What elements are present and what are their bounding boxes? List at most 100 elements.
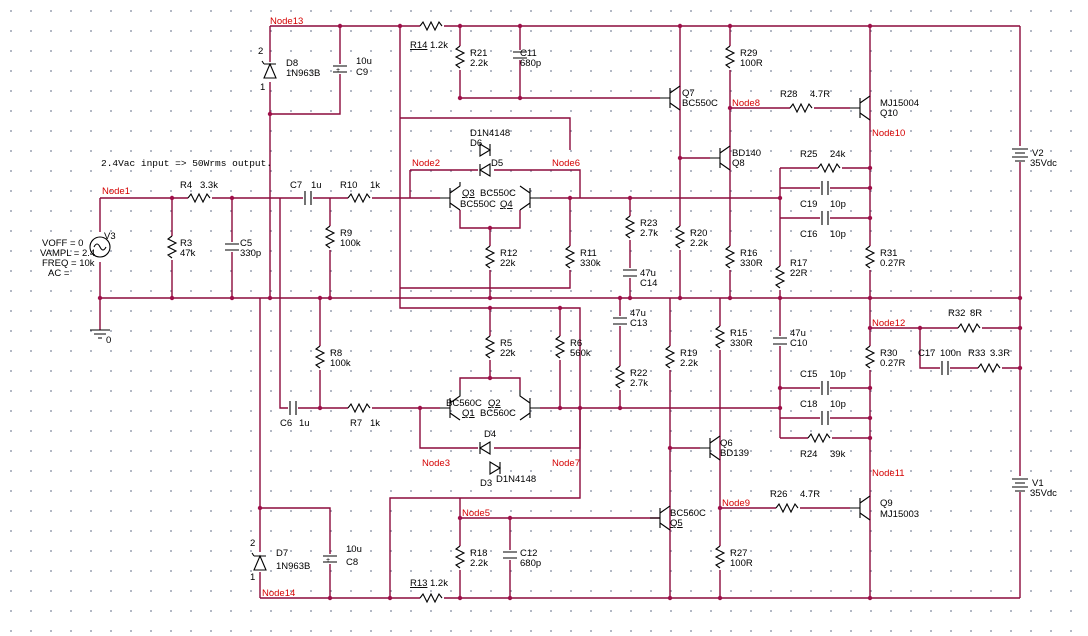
d8-value: 1N963B	[286, 68, 320, 79]
r28-name: R28	[780, 89, 797, 100]
q8-value: BD140	[732, 148, 761, 159]
transistor-q3-symbol	[440, 182, 461, 211]
q10-name: Q10	[880, 108, 898, 119]
d7-pin1: 1	[250, 572, 255, 583]
r28-value: 4.7R	[810, 89, 830, 100]
r27-name: R27	[730, 548, 747, 559]
transistor-q9-symbol	[850, 495, 871, 521]
q9-value: MJ15003	[880, 509, 919, 520]
r20-name: R20	[690, 228, 707, 239]
transistor-q7-symbol	[660, 85, 681, 111]
resistor-r29-symbol	[724, 45, 736, 70]
d5-name: D5	[491, 158, 503, 169]
resistor-r30-symbol	[864, 345, 876, 370]
node-label-node3: Node3	[422, 458, 450, 469]
node-label-node13: Node13	[270, 16, 303, 27]
r31-value: 0.27R	[880, 258, 905, 269]
r25-value: 24k	[830, 149, 846, 160]
r20-value: 2.2k	[690, 238, 708, 249]
r33-value: 3.3R	[990, 348, 1010, 359]
transistor-q8-symbol	[710, 145, 731, 171]
transistor-q4-symbol	[519, 185, 540, 211]
capacitor-c8-symbol: +	[322, 554, 338, 564]
r26-value: 4.7R	[800, 489, 820, 500]
resistor-r14-symbol	[419, 20, 444, 32]
q5-name: Q5	[670, 518, 683, 529]
d8-name: D8	[286, 58, 298, 69]
q1-value: BC560C	[446, 398, 482, 409]
c6-name: C6	[280, 418, 292, 429]
r12-name: R12	[500, 248, 517, 259]
diode-d6-symbol	[478, 143, 494, 157]
resistor-r4-symbol	[187, 192, 212, 204]
resistor-r24-symbol	[807, 432, 832, 444]
r24-name: R24	[800, 449, 817, 460]
c10-name: C10	[790, 338, 807, 349]
transistor-q6-symbol	[700, 435, 721, 461]
d7-name: D7	[276, 548, 288, 559]
junctions	[97, 23, 1023, 601]
r9-name: R9	[340, 228, 352, 239]
c5-name: C5	[240, 238, 252, 249]
node-label-node5: Node5	[462, 508, 490, 519]
c18-value: 10p	[830, 399, 846, 410]
resistor-r8-symbol	[314, 345, 326, 370]
r18-name: R18	[470, 548, 487, 559]
r23-name: R23	[640, 218, 657, 229]
c8-value: 10u	[346, 544, 362, 555]
d6-value: D1N4148	[470, 128, 510, 139]
r11-value: 330k	[580, 258, 601, 269]
c12-name: C12	[520, 548, 537, 559]
c7-value: 1u	[311, 180, 322, 191]
q9-name: Q9	[880, 498, 893, 509]
node-label-node11: Node11	[872, 468, 905, 479]
resistor-r7-symbol	[347, 402, 372, 414]
resistor-r27-symbol	[714, 545, 726, 570]
r6-value: 560k	[570, 348, 591, 359]
r5-value: 22k	[500, 348, 516, 359]
r32-value: 8R	[970, 308, 982, 319]
r17-name: R17	[790, 258, 807, 269]
capacitor-c5-symbol	[224, 242, 240, 252]
v3-name: V3	[104, 231, 116, 242]
resistor-r18-symbol	[454, 545, 466, 570]
capacitor-c16-symbol	[820, 210, 830, 226]
r16-name: R16	[740, 248, 757, 259]
r13-name: R13	[410, 578, 427, 589]
r14-name: R14	[410, 40, 427, 51]
capacitor-c9-symbol: +	[332, 64, 348, 74]
c12-value: 680p	[520, 558, 541, 569]
resistor-r20-symbol	[674, 225, 686, 250]
q3-name: Q3	[462, 188, 475, 199]
d7-pin2: 2	[250, 538, 255, 549]
r13-value: 1.2k	[430, 578, 448, 589]
resistor-r6-symbol	[554, 335, 566, 360]
r14-value: 1.2k	[430, 40, 448, 51]
q2-name: Q2	[488, 398, 501, 409]
transistor-q1-symbol	[440, 390, 461, 421]
capacitor-c10-symbol	[772, 336, 788, 346]
r29-value: 100R	[740, 58, 763, 69]
resistor-r31-symbol	[864, 245, 876, 270]
d3-name: D3	[480, 478, 492, 489]
r5-name: R5	[500, 338, 512, 349]
node-label-node14: Node14	[262, 588, 295, 599]
resistor-r11-symbol	[564, 245, 576, 270]
c9-value: 10u	[356, 56, 372, 67]
capacitor-c7-symbol	[303, 190, 313, 206]
c11-name: C11	[520, 48, 537, 59]
r23-value: 2.7k	[640, 228, 658, 239]
q10-value: MJ15004	[880, 98, 919, 109]
r30-name: R30	[880, 348, 897, 359]
resistor-r32-symbol	[957, 322, 982, 334]
c8-name: C8	[346, 557, 358, 568]
node-labels: Node1 Node2 Node3 Node5 Node6 Node7 Node…	[102, 16, 905, 599]
resistor-r21-symbol	[454, 45, 466, 70]
r29-name: R29	[740, 48, 757, 59]
r27-value: 100R	[730, 558, 753, 569]
r15-value: 330R	[730, 338, 753, 349]
v3-voff: VOFF = 0	[42, 238, 83, 249]
battery-v2-symbol	[1010, 146, 1030, 162]
